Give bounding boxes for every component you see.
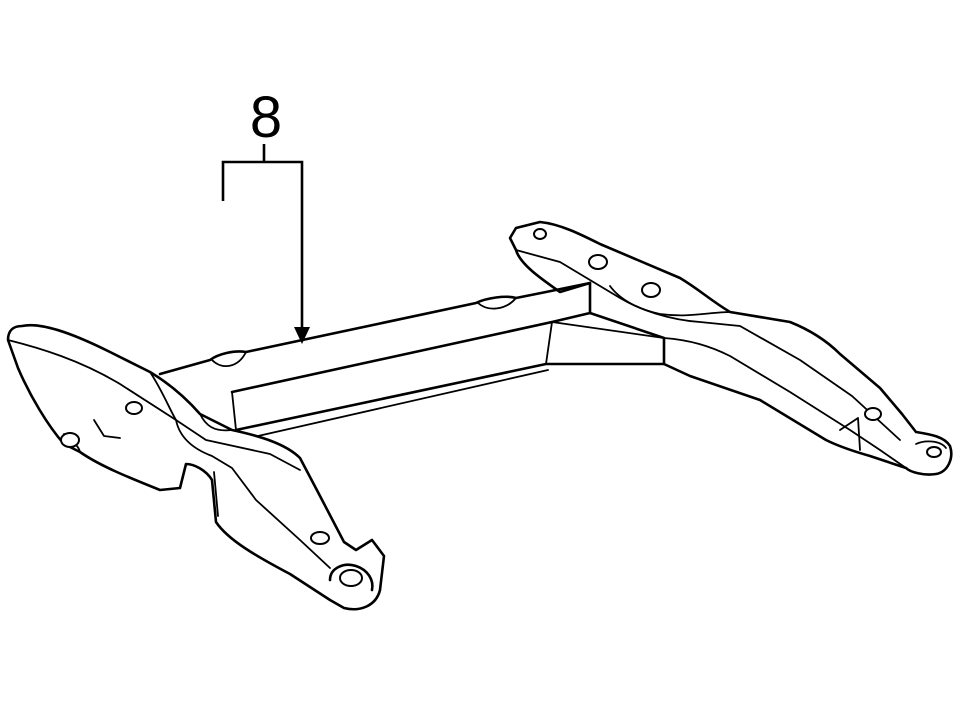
crossbar-front-edge (230, 311, 592, 394)
crossbar-cutouts (211, 297, 517, 367)
right-arm-top-ridge (515, 249, 901, 441)
crossbar-lower-lip (257, 369, 549, 437)
crossbar-top-face (158, 281, 592, 376)
right-bushing-hole (926, 446, 942, 458)
left-arm-hole (125, 401, 143, 415)
left-bushing-housing (328, 563, 374, 592)
crossbar-inner-face (231, 321, 665, 431)
right-arm-rear-hole (864, 407, 882, 421)
left-arm-outline (6, 323, 386, 611)
callout-arrowhead (294, 327, 310, 344)
crossbar-bottom-edge (234, 362, 666, 432)
right-arm-fold (609, 285, 861, 451)
right-arm-inner-edge (663, 337, 907, 469)
right-arm-front-hole (533, 228, 547, 240)
left-bushing-hole (339, 569, 363, 587)
left-arm-flange (63, 419, 219, 517)
callout-8[interactable]: 8 (221, 85, 310, 344)
left-arm-inner-edge (175, 419, 331, 569)
crossmember-subframe (6, 220, 953, 611)
left-arm-top-ridge (7, 339, 301, 471)
left-arm-rear-hole (310, 531, 330, 545)
right-arm-upper-hole (641, 282, 661, 298)
left-arm-fold (149, 371, 233, 432)
right-arm-outline (508, 220, 953, 476)
callout-bracket (221, 144, 304, 330)
right-bushing-housing (915, 440, 947, 449)
right-arm-mid-hole (588, 254, 608, 270)
callout-number: 8 (250, 85, 282, 150)
left-front-boss (60, 432, 80, 448)
